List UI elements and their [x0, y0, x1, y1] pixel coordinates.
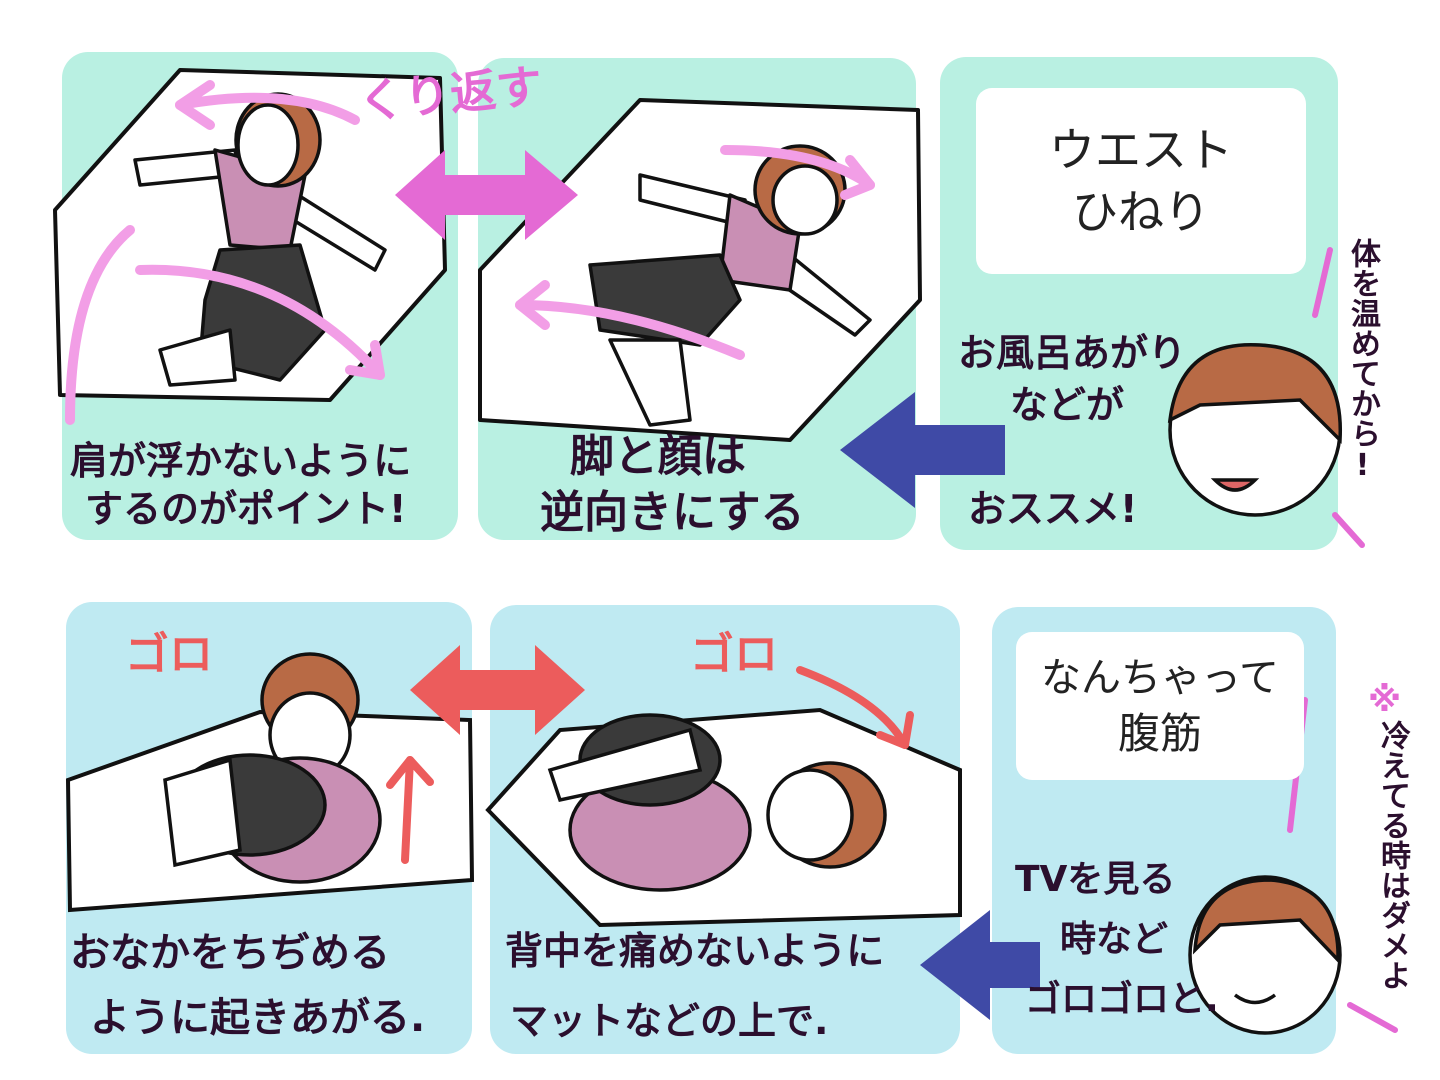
waist-twist-title-box: ウエスト ひねり [976, 88, 1306, 274]
panel2-caption-line2: 逆向きにする [540, 487, 805, 538]
roll-left-caption-line2: ように起きあがる. [90, 995, 426, 1041]
caution-side-note: 冷えてる時はダメよ [1375, 720, 1410, 990]
fake-situp-title-box: なんちゃって 腹筋 [1016, 632, 1304, 780]
motion-arrows-bottom [386, 666, 914, 864]
figure-twist-2 [588, 144, 872, 427]
waist-twist-note-line1: お風呂あがり [958, 331, 1187, 375]
panel1-caption-line2: するのがポイント! [85, 487, 407, 531]
repeat-arrow [395, 150, 578, 240]
fake-situp-title-line2: 腹筋 [1117, 709, 1202, 758]
blue-arrow-bottom [920, 910, 1040, 1020]
warm-up-side-note: 体を温めてから! [1345, 238, 1380, 483]
motion-arrows-top [65, 80, 875, 425]
fake-situp-title-line1: なんちゃって [1041, 655, 1279, 701]
roll-right-caption-line2: マットなどの上で. [510, 999, 829, 1043]
waist-twist-title-line2: ひねり [1072, 185, 1210, 239]
roll-left-caption-line1: おなかをちぢめる [70, 930, 390, 976]
face-bottom-info [1188, 875, 1342, 1035]
figure-roll-1 [163, 652, 382, 884]
face-top-info [1167, 342, 1342, 517]
fake-situp-note-line2: 時など [1060, 919, 1169, 960]
roll-arrow [410, 645, 585, 735]
waist-twist-title-line1: ウエスト [1049, 123, 1233, 177]
panel1-caption-line1: 肩が浮かないように [70, 439, 412, 483]
waist-twist-note-line3: おススメ! [968, 487, 1138, 531]
waist-twist-note-line2: などが [1010, 383, 1125, 427]
blue-arrow-top [840, 392, 1005, 508]
panel2-caption-line1: 脚と顔は [570, 431, 746, 482]
roll-sound-left: ゴロ [125, 629, 213, 680]
caution-mark: ※ [1368, 680, 1402, 720]
roll-sound-right: ゴロ [690, 629, 778, 680]
figure-roll-2 [547, 713, 887, 892]
fake-situp-note-line3: ゴロゴロと. [1025, 979, 1219, 1020]
roll-right-caption-line1: 背中を痛めないように [505, 929, 885, 973]
fake-situp-note-line1: TVを見る [1015, 859, 1176, 900]
